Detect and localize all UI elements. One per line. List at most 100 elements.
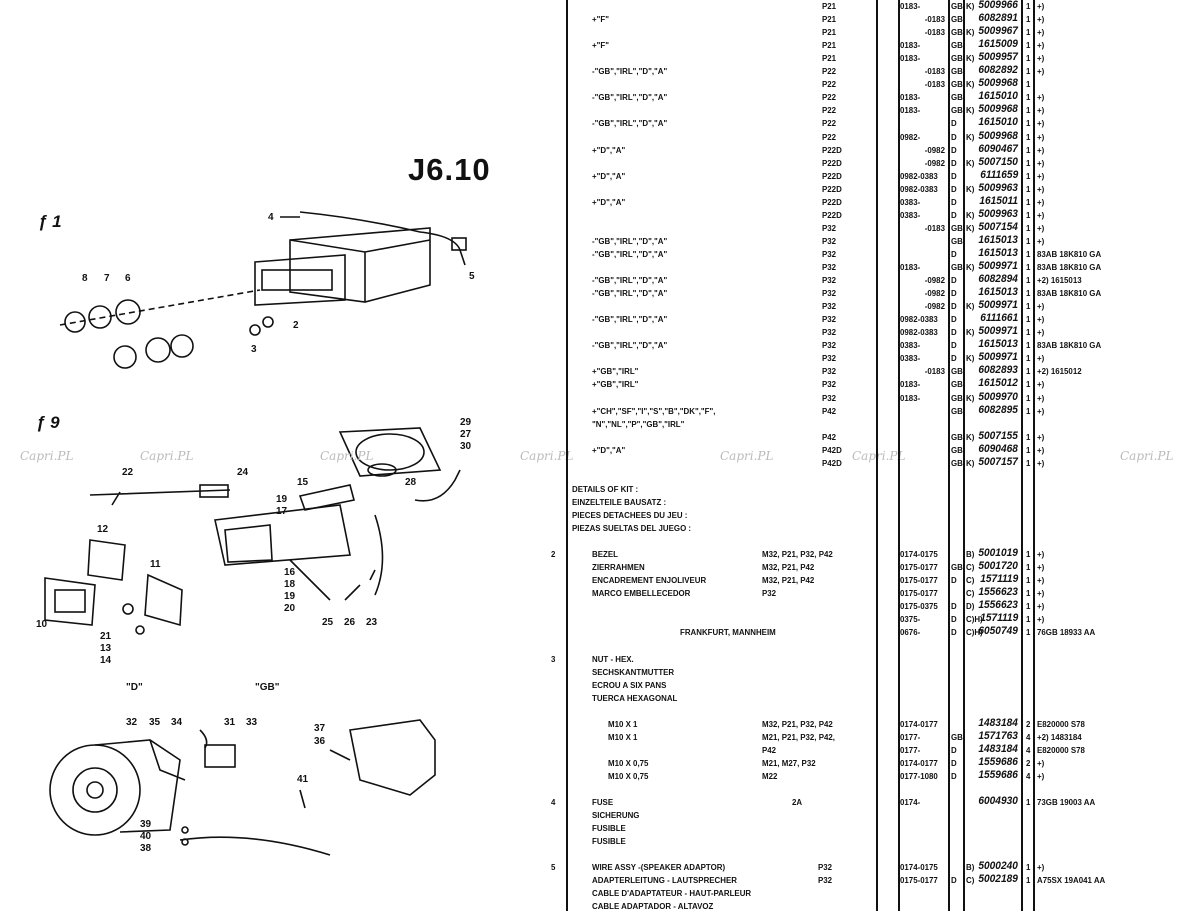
cell-remark: +) — [1037, 458, 1045, 468]
cell-model: P32 — [822, 366, 837, 376]
cell-part: 1615010 — [978, 116, 1018, 128]
cell-spec: P32 — [818, 862, 833, 872]
cell-date: 0982- — [900, 132, 921, 142]
cell-qty: 1 — [1026, 1, 1031, 11]
cell-model: P32 — [822, 275, 837, 285]
cell-part: 5009967 — [978, 25, 1018, 37]
cell-qty: 1 — [1026, 197, 1031, 207]
cell-cc: D — [951, 158, 957, 168]
cell-desc: ECROU A SIX PANS — [592, 680, 667, 690]
cell-date: 0982-0383 — [900, 314, 938, 324]
cell-remark: E820000 S78 — [1037, 719, 1085, 729]
cell-desc: +"F" — [592, 14, 609, 24]
cell-model: P32 — [822, 340, 837, 350]
cell-part: 5009963 — [978, 182, 1018, 194]
cell-model: P22 — [822, 66, 837, 76]
cell-cc: GB — [951, 223, 963, 233]
cell-desc: +"D","A" — [592, 445, 626, 455]
cell-part: 5002189 — [978, 873, 1018, 885]
cell-date: 0982-0383 — [900, 184, 938, 194]
cell-cc: D — [951, 327, 957, 337]
cell-remark: +) — [1037, 184, 1045, 194]
callout-number: 21 — [100, 631, 112, 642]
cell-model: P21 — [822, 40, 837, 50]
cell-code: K) — [966, 393, 975, 403]
variant-label-gb: "GB" — [255, 682, 280, 693]
cell-date: 0174-0177 — [900, 719, 938, 729]
callout-number: 10 — [36, 619, 48, 630]
cell-part: 6082892 — [978, 64, 1018, 76]
cell-cc: GB — [951, 105, 963, 115]
cell-remark: +) — [1037, 862, 1045, 872]
cell-model: P32 — [822, 327, 837, 337]
cell-desc: +"CH","SF","I","S","B","DK","F", — [592, 406, 716, 416]
callout-number: 20 — [284, 603, 296, 614]
cell-part: 1615011 — [979, 195, 1018, 207]
cell-remark: +) — [1037, 353, 1045, 363]
cell-item: 2 — [551, 549, 556, 559]
table-column-rule — [876, 0, 878, 911]
cell-remark: +) — [1037, 105, 1045, 115]
cell-date: 0174- — [900, 797, 921, 807]
cell-model: P32 — [822, 288, 837, 298]
cell-model: P32 — [822, 314, 837, 324]
cell-part: 5009957 — [978, 51, 1018, 63]
cell-part: 1556623 — [978, 586, 1018, 598]
callout-number: 35 — [149, 717, 161, 728]
cell-part: 1571119 — [980, 573, 1018, 585]
cell-qty: 1 — [1026, 445, 1031, 455]
cell-desc: +"D","A" — [592, 145, 626, 155]
cell-model: M21, P21, P32, P42, — [762, 732, 835, 742]
cell-date: 0383- — [900, 197, 921, 207]
cell-desc: ZIERRAHMEN — [592, 562, 645, 572]
cell-remark: +) — [1037, 210, 1045, 220]
cell-desc: WIRE ASSY -(SPEAKER ADAPTOR) — [592, 862, 726, 872]
cell-cc: GB — [951, 432, 963, 442]
callout-number: 11 — [150, 559, 161, 570]
cell-date: -0183 — [924, 66, 945, 76]
cell-desc: M10 X 0,75 — [608, 758, 649, 768]
cell-qty: 1 — [1026, 549, 1031, 559]
cell-date: 0183- — [900, 105, 921, 115]
cell-remark: +) — [1037, 445, 1045, 455]
cell-remark: +) — [1037, 432, 1045, 442]
cell-part: 6090467 — [978, 143, 1018, 155]
cell-model: P22D — [822, 184, 842, 194]
cell-cc: GB — [951, 445, 963, 455]
callout-number: 37 — [314, 723, 326, 734]
cell-part: 5007155 — [978, 430, 1018, 442]
cell-date: 0174-0175 — [900, 862, 938, 872]
callout-number: 7 — [104, 273, 110, 284]
table-column-rule — [1021, 0, 1023, 911]
cell-desc: PIEZAS SUELTAS DEL JUEGO : — [572, 523, 692, 533]
cell-cc: GB — [951, 262, 963, 272]
cell-desc: CABLE D'ADAPTATEUR - HAUT-PARLEUR — [592, 888, 752, 898]
radio-unit-drawing — [59, 211, 467, 369]
table-column-rule — [566, 0, 568, 911]
cell-part: 5009968 — [978, 103, 1018, 115]
cell-qty: 2 — [1026, 758, 1031, 768]
cell-model: P21 — [822, 14, 837, 24]
cell-spec: P32 — [818, 875, 833, 885]
table-column-rule — [963, 0, 965, 911]
callout-number: 18 — [284, 579, 296, 590]
cell-part: 6082894 — [978, 273, 1018, 285]
cell-date: -0982 — [924, 275, 945, 285]
cell-code: K) — [966, 79, 975, 89]
cell-qty: 1 — [1026, 314, 1031, 324]
callout-number: 14 — [100, 655, 112, 666]
cell-date: 0177- — [900, 745, 921, 755]
cell-remark: +) — [1037, 301, 1045, 311]
cell-desc: -"GB","IRL","D","A" — [592, 118, 668, 128]
callout-number: 22 — [122, 467, 134, 478]
cell-remark: 83AB 18K810 GA — [1037, 288, 1102, 298]
cell-part: 1483184 — [978, 743, 1018, 755]
cell-part: 5009963 — [978, 208, 1018, 220]
cell-remark: +) — [1037, 171, 1045, 181]
cell-remark: +) — [1037, 223, 1045, 233]
cell-qty: 1 — [1026, 275, 1031, 285]
cell-desc: M10 X 1 — [608, 732, 638, 742]
cell-model: P22 — [822, 118, 837, 128]
cell-part: 5009968 — [978, 77, 1018, 89]
cell-model: P32 — [822, 379, 837, 389]
